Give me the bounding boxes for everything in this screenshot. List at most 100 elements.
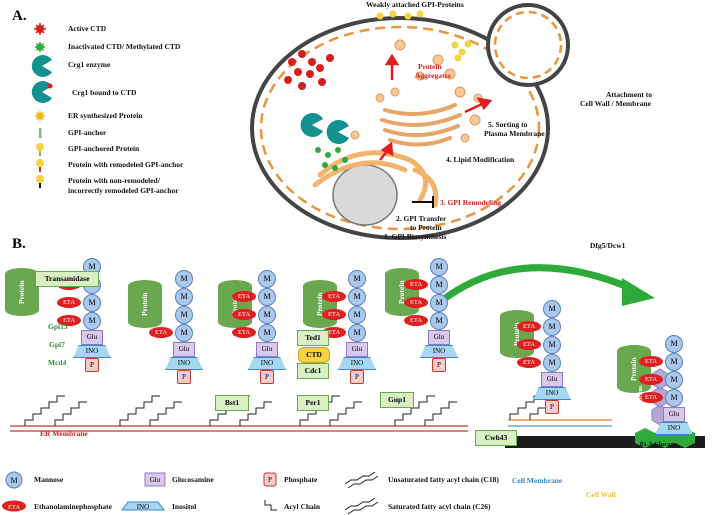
enzyme-mcd4: Mcd4 [48,358,67,367]
label-b16-glucans: β1-6 Glucans [637,385,644,422]
legend-acyl: Acyl Chain [284,502,321,511]
mannose: M [348,270,366,288]
legend-mannose: Mannose [34,475,64,484]
legend-nonremodeled-2: incorrectly remodeled GPI-anchor [68,186,179,195]
mannose: M [258,270,276,288]
vesicles [350,39,483,143]
glucosamine: Glu [173,342,195,357]
legend-phosphate: Phosphate [284,475,318,484]
phosphate-icon: P [263,472,277,487]
golgi [380,103,462,147]
svg-text:P: P [268,476,272,484]
pacman-icon [31,55,52,77]
bud-membrane [493,10,563,80]
mannose: M [665,371,683,389]
pathway-arrows [379,53,493,161]
legend-crg1: Crg1 enzyme [68,60,111,69]
panel-b-letter: B. [12,236,26,252]
panel-a-legend: Active CTD Inactivated CTD/ Methylated C… [30,18,260,228]
red-star-icon [34,23,46,35]
eta-group: ETA [57,297,81,308]
label-er-membrane: ER Membrane [40,429,88,438]
eta-group: ETA [517,339,541,350]
mannose: M [83,294,101,312]
mannose: M [430,258,448,276]
mannose: M [348,306,366,324]
label-biosynthesis: 1. GPI Biosynthesis [384,232,447,241]
mannose: M [430,294,448,312]
panel-b-legend-icons: M Glu P ETA INO [2,471,379,515]
panel-a-letter: A. [12,8,27,24]
svg-text:ETA: ETA [8,504,20,511]
legend-gpi-protein: GPI-anchored Protein [68,144,140,153]
enzyme-cdc1: Cdc1 [297,363,329,379]
panel-a-legend-icons [31,23,53,188]
phosphate: P [350,370,364,384]
eta-group: ETA [517,321,541,332]
label-cell-membrane: Cell Membrane [512,476,563,485]
gpi-protein-icon [36,143,44,156]
label-attachment-2: Cell Wall / Membrane [580,99,651,108]
phosphate: P [432,358,446,372]
nonremodeled-icon [36,175,44,188]
svg-text:M: M [10,476,17,485]
legend-saturated: Saturated fatty acyl chain (C26) [388,502,491,511]
enzyme-gup1: Gup1 [380,392,414,408]
legend-unsaturated: Unsaturated fatty acyl chain (C18) [388,475,499,484]
cell-membrane [508,419,612,427]
label-sorting-1: 5. Sorting to [488,120,528,129]
protein-cylinder: Protein [218,280,252,328]
label-remodeling: 3. GPI Remodeling [440,198,502,207]
enzyme-ted1: Ted1 [297,330,329,346]
legend-inositol: Inositol [172,502,197,511]
mannose: M [430,312,448,330]
glucosamine-icon: Glu [144,472,166,487]
protein-cylinder: Protein [500,310,534,358]
unsaturated-chain-icon [344,471,379,489]
enzyme-transamidase: Transamidase [35,271,99,287]
glucosamine: Glu [663,407,685,422]
protein-cylinder: Protein [617,345,651,393]
inositol: INO [248,357,286,370]
label-b13-glucans: β1-3 Glucans [640,441,677,448]
acyl-chain-icon [264,500,277,511]
weak-proteins [376,10,424,20]
label-transfer-1: 2. GPI Transfer [396,214,447,223]
mannose: M [258,288,276,306]
inositol: INO [655,422,693,435]
label-lipid: 4. Lipid Modification [446,155,515,164]
mannose: M [665,335,683,353]
active-ctd-cluster [284,50,334,90]
enzyme-gpi13: Gpi13 [48,322,68,331]
mannose: M [175,324,193,342]
eta-group: ETA [57,315,81,326]
mannose: M [175,306,193,324]
label-cell-wall: Cell Wall [586,490,616,499]
eta-group: ETA [404,315,428,326]
label-sorting-2: Plasma Membrane [484,129,545,138]
inositol-icon: INO [121,501,165,511]
crg1-enzymes [300,113,349,144]
glucosamine: Glu [256,342,278,357]
endoplasmic-reticulum [312,150,439,208]
eta-group: ETA [322,327,346,338]
enzyme-cwh43: Cwh43 [475,430,517,446]
gpi-anchor-icon [39,128,42,138]
green-star-icon [35,42,45,52]
eta-group: ETA [517,357,541,368]
dfg5-arrow [437,264,637,305]
mannose: M [665,353,683,371]
bud-wall [486,3,570,87]
mannose: M [175,288,193,306]
legend-eta: Ethanolaminephosphate [34,502,112,511]
protein-cylinder: Protein [128,280,162,328]
enzyme-gpi7: Gpi7 [49,340,65,349]
saturated-chain-icon [344,497,379,515]
eta-group: ETA [639,392,663,403]
ctd-badge: CTD [298,347,330,363]
mannose: M [348,288,366,306]
protein-aggregates [451,40,472,62]
nucleus [332,164,398,226]
mannose: M [83,312,101,330]
legend-inactive-ctd: Inactivated CTD/ Methylated CTD [68,42,181,51]
